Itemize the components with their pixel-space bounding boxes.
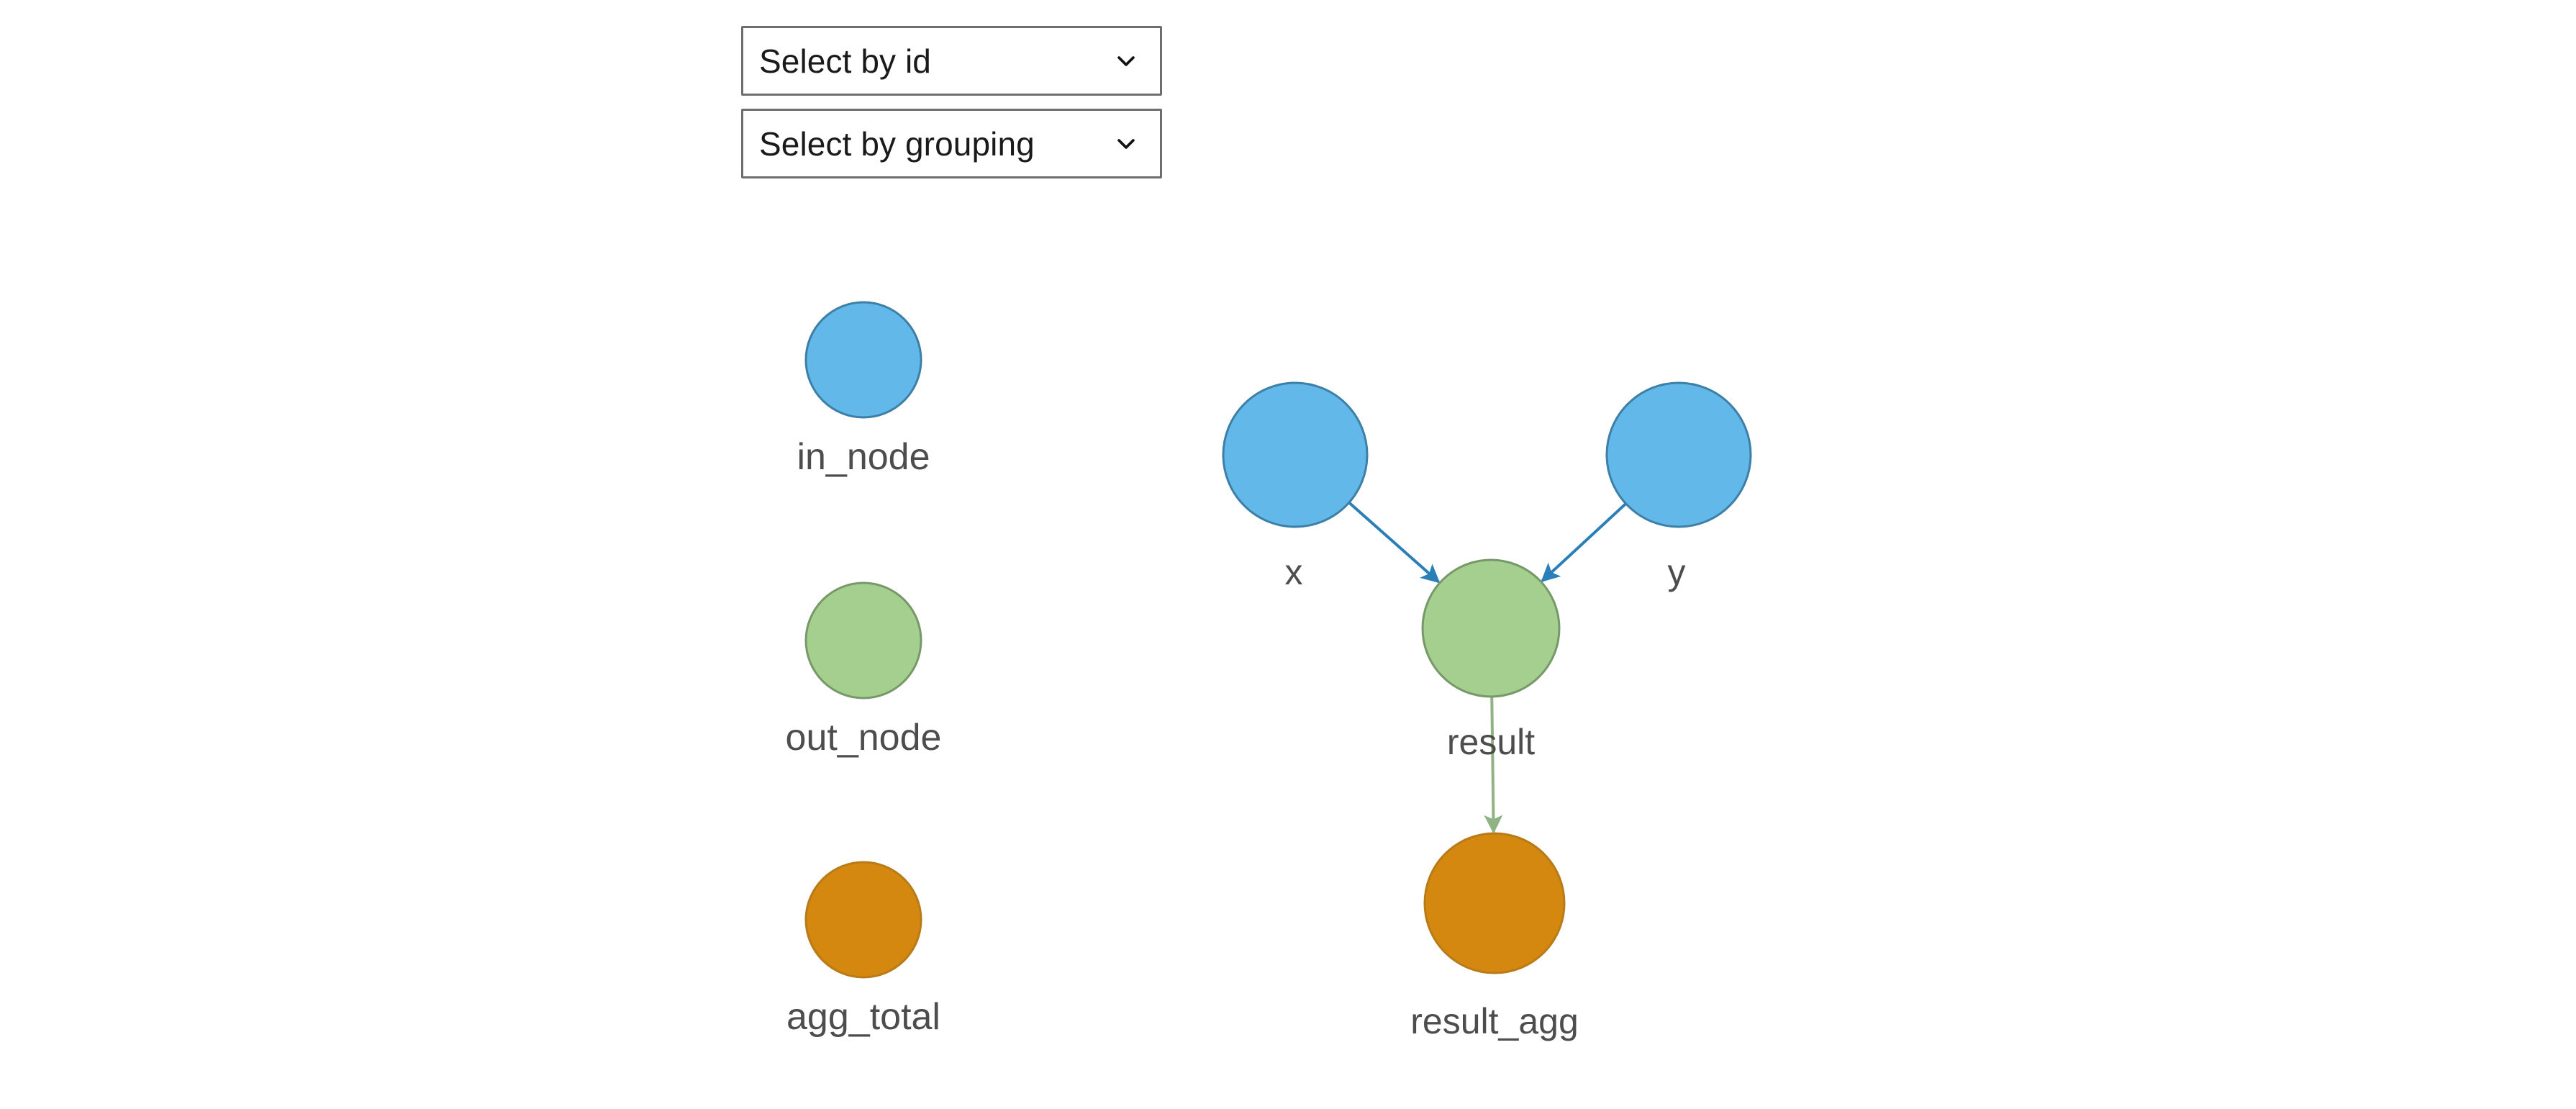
- select-by-grouping-label: Select by grouping: [759, 125, 1035, 163]
- graph-node-result_agg[interactable]: [1423, 832, 1566, 974]
- chevron-down-icon: [1114, 132, 1138, 156]
- graph-labels-layer: x y result_agg result: [1285, 552, 1686, 1041]
- filter-controls: Select by id Select by grouping: [741, 26, 1162, 178]
- legend-swatch-agg-total: [804, 861, 922, 979]
- select-by-id-dropdown[interactable]: Select by id: [741, 26, 1162, 96]
- graph-edge-x-to-result[interactable]: [1348, 501, 1441, 584]
- graph-node-label-x: x: [1285, 552, 1303, 592]
- legend-label-agg-total: agg_total: [786, 996, 940, 1038]
- chevron-down-icon: [1114, 49, 1138, 73]
- graph-node-label-y: y: [1668, 552, 1686, 592]
- graph-edge-y-to-result[interactable]: [1541, 502, 1627, 582]
- graph-edges-layer: [1348, 501, 1627, 834]
- graph-node-result[interactable]: [1421, 558, 1561, 698]
- legend-layer: in_node out_node agg_total: [786, 301, 942, 1038]
- legend-swatch-in-node: [804, 301, 922, 419]
- graph-edge-label-result: result: [1447, 722, 1535, 762]
- graph-node-x[interactable]: [1222, 381, 1369, 528]
- graph-nodes-layer: [1222, 381, 1752, 974]
- select-by-grouping-dropdown[interactable]: Select by grouping: [741, 109, 1162, 178]
- legend-label-out-node: out_node: [786, 717, 942, 759]
- graph-node-y[interactable]: [1605, 381, 1752, 528]
- graph-node-label-result_agg: result_agg: [1410, 1001, 1579, 1041]
- legend-label-in-node: in_node: [797, 436, 930, 478]
- graph-edge-result-to-result_agg[interactable]: [1484, 696, 1503, 834]
- legend-swatch-out-node: [804, 581, 922, 700]
- select-by-id-label: Select by id: [759, 42, 931, 80]
